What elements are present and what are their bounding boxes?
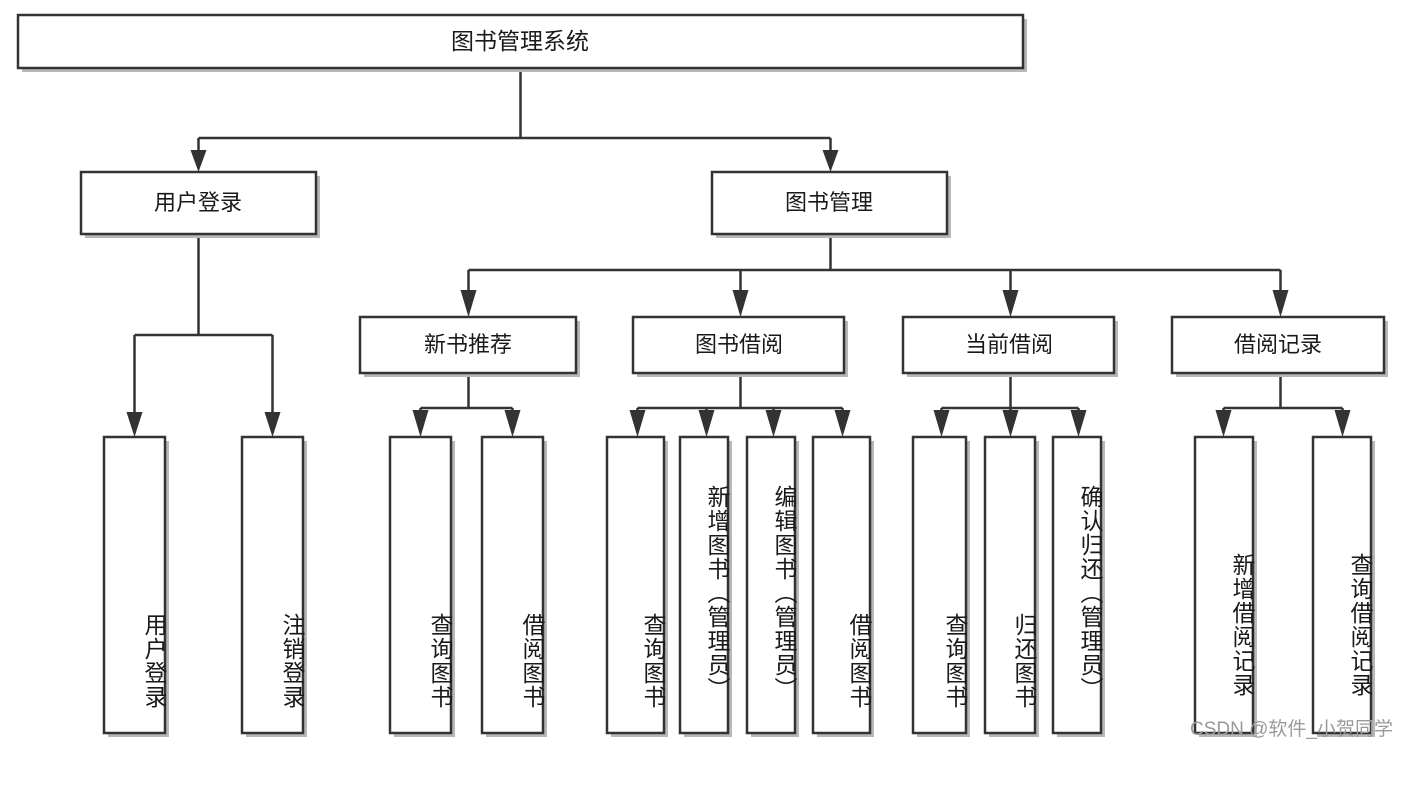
- node-user-login-box[interactable]: [79, 170, 318, 236]
- connector-group-user-login: [126, 235, 281, 437]
- node-new-book-rec[interactable]: 新书推荐: [358, 315, 580, 377]
- node-leaf-confirm-return-box[interactable]: [1051, 435, 1103, 735]
- node-leaf-query-record[interactable]: [1311, 435, 1375, 737]
- arrow-head-leaf-borrow-book-2: [834, 410, 851, 437]
- arrow-head-leaf-user-login: [126, 412, 143, 437]
- node-leaf-query-book-1[interactable]: [388, 435, 455, 737]
- connector-group-new-book-rec: [412, 373, 521, 437]
- node-leaf-return-book[interactable]: [983, 435, 1039, 737]
- arrow-head-leaf-borrow-book-1: [504, 410, 521, 437]
- connector-group-book-borrow: [629, 373, 851, 437]
- arrow-head-leaf-confirm-return: [1070, 410, 1087, 437]
- arrow-head-leaf-query-record: [1334, 410, 1351, 437]
- node-leaf-add-book-box[interactable]: [678, 435, 730, 735]
- arrow-head-leaf-logout: [264, 412, 281, 437]
- node-leaf-logout-box[interactable]: [240, 435, 305, 735]
- node-leaf-return-book-box[interactable]: [983, 435, 1037, 735]
- node-borrow-record[interactable]: 借阅记录: [1170, 315, 1388, 377]
- node-book-borrow[interactable]: 图书借阅: [631, 315, 848, 377]
- node-leaf-borrow-book-1[interactable]: [480, 435, 547, 737]
- node-leaf-logout[interactable]: [240, 435, 307, 737]
- node-user-login-label: 用户登录: [154, 190, 242, 215]
- node-root-box[interactable]: [16, 13, 1025, 70]
- arrow-head-leaf-query-book-3: [933, 410, 950, 437]
- node-root-label: 图书管理系统: [451, 28, 589, 54]
- node-leaf-query-book-3-box[interactable]: [911, 435, 968, 735]
- node-current-borrow-label: 当前借阅: [965, 332, 1053, 357]
- arrow-head-leaf-add-book: [698, 410, 715, 437]
- arrow-head-leaf-add-record: [1215, 410, 1232, 437]
- node-leaf-query-book-3[interactable]: [911, 435, 970, 737]
- node-leaf-edit-book-box[interactable]: [745, 435, 797, 735]
- node-new-book-rec-box[interactable]: [358, 315, 578, 375]
- node-borrow-record-label: 借阅记录: [1234, 332, 1322, 357]
- node-book-borrow-box[interactable]: [631, 315, 846, 375]
- node-leaf-borrow-book-2[interactable]: [811, 435, 874, 737]
- csdn-watermark: CSDN @软件_小贺同学: [1190, 719, 1393, 740]
- arrow-head-user-login: [190, 150, 207, 172]
- arrow-head-current-borrow: [1002, 290, 1019, 317]
- node-leaf-borrow-book-2-box[interactable]: [811, 435, 872, 735]
- arrow-head-leaf-query-book-1: [412, 410, 429, 437]
- node-current-borrow-box[interactable]: [901, 315, 1116, 375]
- node-leaf-edit-book[interactable]: [745, 435, 799, 737]
- node-leaf-user-login-box[interactable]: [102, 435, 167, 735]
- node-leaf-confirm-return[interactable]: [1051, 435, 1105, 737]
- node-leaf-query-book-2[interactable]: [605, 435, 668, 737]
- arrow-head-borrow-record: [1272, 290, 1289, 317]
- arrow-head-leaf-edit-book: [765, 410, 782, 437]
- node-borrow-record-box[interactable]: [1170, 315, 1386, 375]
- connector-group-current-borrow: [933, 373, 1087, 437]
- arrow-head-book-manage: [822, 150, 839, 172]
- node-book-manage-box[interactable]: [710, 170, 949, 236]
- node-book-borrow-label: 图书借阅: [695, 332, 783, 357]
- arrow-head-new-book-rec: [460, 290, 477, 317]
- node-leaf-add-book[interactable]: [678, 435, 732, 737]
- node-leaf-query-record-box[interactable]: [1311, 435, 1373, 735]
- arrow-head-leaf-query-book-2: [629, 410, 646, 437]
- tree-diagram-svg: 图书管理系统 用户登录 图书管理 新书推荐 图书借阅 当前借阅: [16, 13, 1388, 737]
- node-book-manage[interactable]: 图书管理: [710, 170, 951, 238]
- node-leaf-add-record-box[interactable]: [1193, 435, 1255, 735]
- node-user-login[interactable]: 用户登录: [79, 170, 320, 238]
- node-root[interactable]: 图书管理系统: [16, 13, 1027, 72]
- node-leaf-borrow-book-1-box[interactable]: [480, 435, 545, 735]
- node-current-borrow[interactable]: 当前借阅: [901, 315, 1118, 377]
- node-leaf-query-book-1-box[interactable]: [388, 435, 453, 735]
- node-new-book-rec-label: 新书推荐: [424, 332, 512, 357]
- node-book-manage-label: 图书管理: [785, 190, 873, 215]
- arrow-head-leaf-return-book: [1002, 410, 1019, 437]
- node-leaf-user-login[interactable]: [102, 435, 169, 737]
- diagram-canvas: 图书管理系统 用户登录 图书管理 新书推荐 图书借阅 当前借阅: [16, 13, 1393, 740]
- node-leaf-query-book-2-box[interactable]: [605, 435, 666, 735]
- arrow-head-book-borrow: [732, 290, 749, 317]
- connector-group-book-manage: [460, 234, 1289, 317]
- node-leaf-add-record[interactable]: [1193, 435, 1257, 737]
- connector-group-borrow-record: [1215, 373, 1351, 437]
- connector-group-root: [190, 68, 839, 172]
